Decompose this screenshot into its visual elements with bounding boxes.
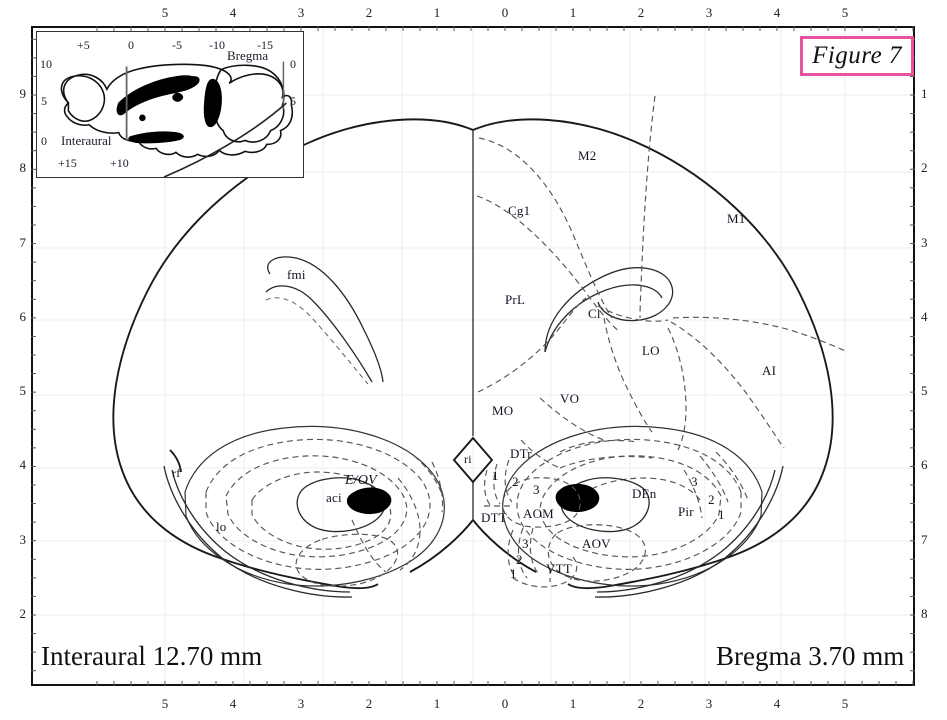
- tick-right-4: 5: [921, 383, 928, 399]
- region-label-VTT: VTT: [546, 561, 572, 576]
- tick-right-1: 2: [921, 160, 928, 176]
- inset-sagittal-drawing: [60, 61, 294, 177]
- figure-label-text: Figure 7: [812, 42, 902, 69]
- figure-label-box: Figure 7: [800, 36, 914, 76]
- tick-left-4: 5: [19, 383, 27, 399]
- region-label-Cg1: Cg1: [508, 203, 531, 218]
- tick-top-3: 2: [365, 5, 373, 20]
- layer-number-left-pir-outer: 1: [492, 468, 499, 483]
- region-label-VO: VO: [560, 391, 580, 406]
- tick-right-6: 7: [921, 531, 928, 547]
- inset-left-label-0: 0: [41, 134, 47, 148]
- region-label-M2: M2: [578, 148, 597, 163]
- tick-bottom-10: 5: [841, 696, 849, 711]
- layer-number-left-pir-mid: 2: [512, 474, 519, 489]
- tick-top-5: 0: [501, 5, 509, 20]
- tick-top-2: 3: [297, 5, 305, 20]
- tick-top-9: 4: [773, 5, 781, 20]
- sagittal-inset: +5 0 -5 -10 -15 10 5 0 0 5 +15 +10 Inter…: [36, 31, 304, 178]
- region-label-lo: lo: [216, 519, 227, 534]
- inset-bregma-label: Bregma: [227, 48, 269, 63]
- inset-bottom-label-p10: +10: [110, 156, 129, 170]
- region-label-fmi: fmi: [287, 267, 306, 282]
- tick-right-7: 8: [921, 606, 928, 621]
- tick-top-7: 2: [637, 5, 645, 20]
- tick-bottom-1: 4: [229, 696, 237, 711]
- region-label-rf: rf: [172, 466, 181, 480]
- inset-top-label-p5: +5: [77, 38, 90, 52]
- inset-top-label-m5: -5: [172, 38, 182, 52]
- inset-right-label-0: 0: [290, 57, 296, 71]
- layer-number-vtt-1: 1: [510, 566, 517, 581]
- region-label-DTr: DTr: [510, 446, 532, 461]
- inset-top-label-m15: -15: [257, 38, 273, 52]
- tick-left-1: 8: [19, 160, 27, 176]
- tick-left-0: 9: [19, 86, 27, 101]
- inset-top-label-0: 0: [128, 38, 134, 52]
- tick-right-2: 3: [921, 234, 928, 250]
- inset-left-label-5: 5: [41, 94, 47, 108]
- tick-bottom-6: 1: [569, 696, 577, 711]
- layer-number-vtt-3: 3: [522, 536, 529, 551]
- region-label-DEn: DEn: [632, 486, 657, 501]
- tick-left-2: 7: [19, 234, 27, 250]
- layer-number-vtt-2: 2: [516, 552, 523, 567]
- tick-bottom-5: 0: [501, 696, 509, 711]
- inset-interaural-label: Interaural: [61, 133, 112, 148]
- tick-bottom-8: 3: [705, 696, 713, 711]
- layer-number-right-pir-3: 3: [691, 474, 698, 489]
- tick-top-4: 1: [433, 5, 441, 20]
- tick-right-0: 1: [921, 86, 928, 101]
- tick-bottom-0: 5: [161, 696, 169, 711]
- tick-left-5: 4: [19, 457, 27, 473]
- region-label-AI: AI: [762, 363, 777, 378]
- region-label-EOV: E/OV: [345, 473, 377, 488]
- layer-number-right-pir-2: 2: [708, 492, 715, 507]
- tick-bottom-2: 3: [297, 696, 305, 711]
- inset-left-label-10: 10: [40, 57, 52, 71]
- interaural-caption: Interaural 12.70 mm: [41, 641, 263, 671]
- plot-frame: [31, 26, 915, 686]
- region-label-MO: MO: [492, 403, 514, 418]
- region-label-ri: ri: [464, 452, 472, 466]
- tick-top-10: 5: [841, 5, 849, 20]
- region-label-PrL: PrL: [505, 292, 526, 307]
- tick-top-1: 4: [229, 5, 237, 20]
- inset-top-label-m10: -10: [209, 38, 225, 52]
- tick-bottom-7: 2: [637, 696, 645, 711]
- layer-number-right-pir-1: 1: [718, 507, 725, 522]
- tick-left-3: 6: [19, 308, 27, 324]
- tick-right-5: 6: [921, 457, 928, 473]
- region-label-AOV: AOV: [582, 536, 611, 551]
- region-label-DTT: DTT: [481, 510, 507, 525]
- tick-top-0: 5: [161, 5, 169, 20]
- tick-top-6: 1: [569, 5, 577, 20]
- tick-bottom-9: 4: [773, 696, 781, 711]
- region-label-LO: LO: [642, 343, 660, 358]
- tick-right-3: 4: [921, 308, 928, 324]
- tick-top-8: 3: [705, 5, 713, 20]
- tick-bottom-4: 1: [433, 696, 441, 711]
- region-label-AOM: AOM: [523, 506, 554, 521]
- tick-left-6: 3: [19, 531, 27, 547]
- tick-bottom-3: 2: [365, 696, 373, 711]
- bregma-caption: Bregma 3.70 mm: [716, 641, 905, 671]
- region-label-Pir: Pir: [678, 504, 694, 519]
- inset-right-label-5: 5: [290, 94, 296, 108]
- inset-bottom-label-p15: +15: [58, 156, 77, 170]
- tick-left-7: 2: [19, 606, 27, 621]
- region-label-M1: M1: [727, 211, 746, 226]
- region-label-aci: aci: [326, 490, 342, 505]
- layer-number-left-pir-inner: 3: [533, 482, 540, 497]
- region-label-Cl: Cl: [588, 306, 601, 321]
